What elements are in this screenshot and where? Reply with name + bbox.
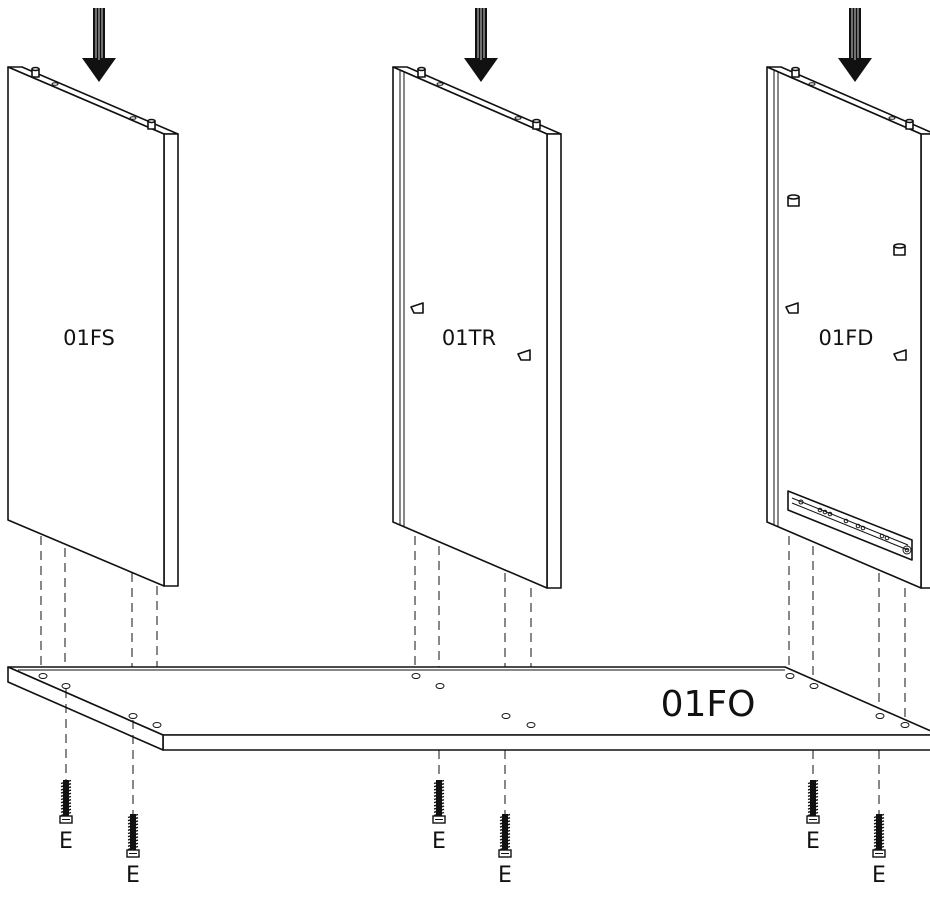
- screw-label: E: [59, 829, 73, 854]
- panel-label: 01TR: [442, 326, 496, 350]
- screw-icon: E: [432, 779, 446, 854]
- cam-fitting-icon: [893, 243, 906, 256]
- screw-label: E: [126, 863, 140, 888]
- shelf-support-icon: [785, 302, 799, 314]
- screw-group: E E E E E E: [59, 779, 886, 888]
- screw-icon: E: [498, 813, 512, 888]
- shelf-support-icon: [517, 349, 531, 361]
- down-arrow-icon: [838, 8, 872, 82]
- screw-icon: E: [806, 779, 820, 854]
- panel-base: 01FO: [7, 666, 930, 751]
- screw-icon: E: [126, 813, 140, 888]
- cam-fitting-icon: [787, 194, 800, 207]
- dowel-icon: [791, 66, 800, 78]
- shelf-support-icon: [410, 302, 424, 314]
- panel-right-side: 01FD: [766, 66, 930, 589]
- dowel-icon: [905, 118, 914, 130]
- dowel-icon: [31, 66, 40, 78]
- dowel-icon: [532, 118, 541, 130]
- down-arrow-icon: [464, 8, 498, 82]
- screw-icon: E: [872, 813, 886, 888]
- screw-label: E: [498, 863, 512, 888]
- panel-left-side: 01FS: [7, 66, 179, 587]
- dowel-icon: [147, 118, 156, 130]
- drawer-runner-icon: [787, 490, 913, 561]
- down-arrow-icon: [82, 8, 116, 82]
- panel-back: 01TR: [392, 66, 562, 589]
- panel-label: 01FO: [661, 684, 756, 725]
- panel-label: 01FD: [819, 326, 874, 350]
- screw-label: E: [872, 863, 886, 888]
- dowel-icon: [417, 66, 426, 78]
- panel-label: 01FS: [63, 326, 115, 350]
- guide-lines-lower: [65, 689, 880, 814]
- screw-label: E: [432, 829, 446, 854]
- shelf-support-icon: [893, 349, 907, 361]
- screw-icon: E: [59, 779, 73, 854]
- screw-label: E: [806, 829, 820, 854]
